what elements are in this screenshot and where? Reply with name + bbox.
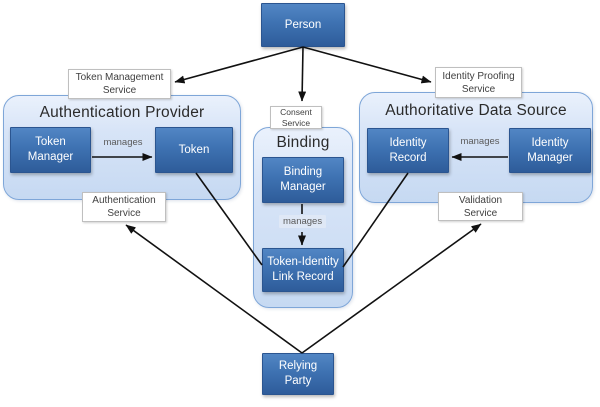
identity-manager-node: Identity Manager [509,128,591,173]
consent-service-box: Consent Service [270,106,322,129]
edge-person-consent-service [298,46,307,102]
token-identity-link-record-node: Token-Identity Link Record [262,248,344,292]
token-management-service-box: Token Management Service [68,69,171,99]
binding-manager-node: Binding Manager [262,157,344,203]
identity-record-node: Identity Record [367,128,449,173]
manages-label-token: manages [103,137,143,148]
binding-title: Binding [276,134,330,151]
authoritative-data-source-title: Authoritative Data Source [385,102,567,119]
relying-party-node: Relying Party [262,353,334,395]
validation-service-box: Validation Service [438,192,523,221]
person-node: Person [261,3,345,47]
token-node: Token [155,127,233,173]
authentication-service-box: Authentication Service [82,192,166,222]
token-manager-node: Token Manager [10,127,91,173]
edge-person-token-management-service [174,46,304,84]
manages-label-binding: manages [279,215,327,228]
manages-label-identity: manages [460,136,500,147]
identity-proofing-service-box: Identity Proofing Service [435,67,522,98]
edge-person-identity-proofing-service [302,46,432,84]
authentication-provider-title: Authentication Provider [39,104,205,121]
